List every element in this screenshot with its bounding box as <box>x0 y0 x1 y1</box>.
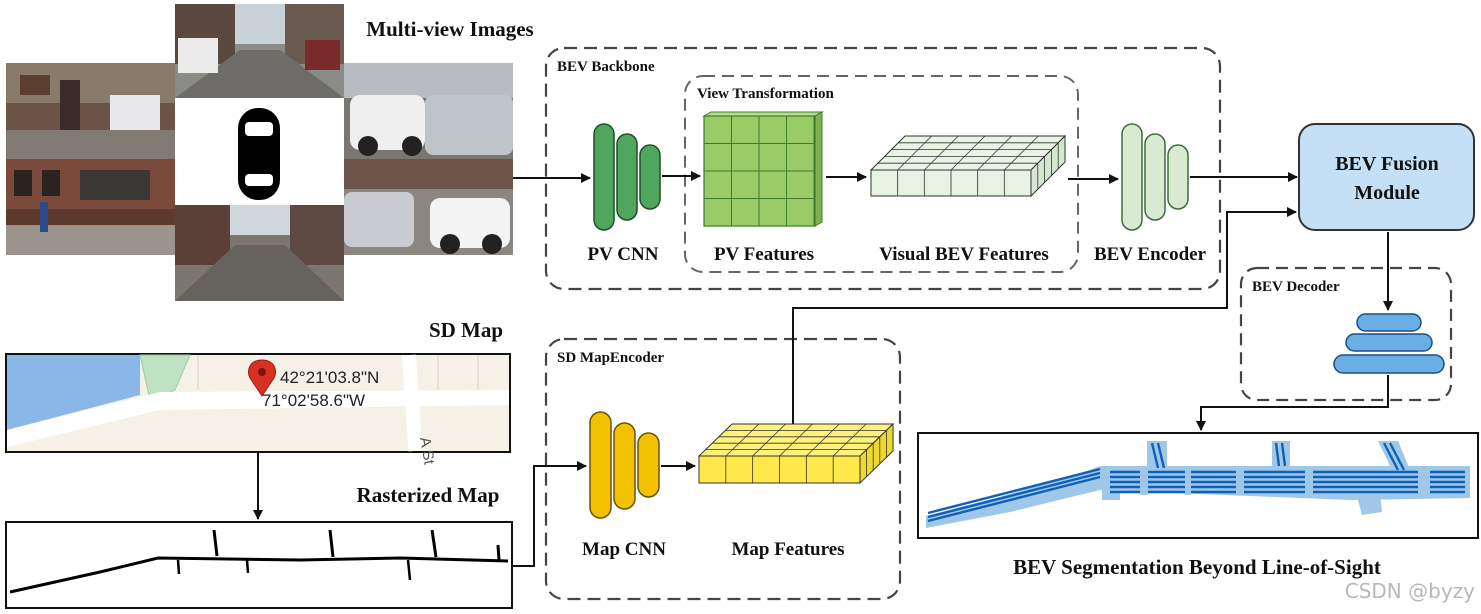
pv-features-block <box>702 111 824 227</box>
bev-backbone-box <box>544 46 1222 291</box>
arrow-decoder-to-output <box>1196 375 1389 431</box>
bev-fusion-module-line1: BEV Fusion <box>1335 153 1439 175</box>
sd-map-image <box>5 353 511 453</box>
bev-fusion-module-box <box>1298 123 1475 231</box>
camera-back-image <box>175 205 344 301</box>
visual-bev-features-label: Visual BEV Features <box>879 244 1049 265</box>
sd-map-street-label: A St <box>416 436 438 467</box>
camera-front-image <box>175 4 344 98</box>
view-transformation-label: View Transformation <box>697 86 834 102</box>
sd-map-latitude: 42°21'03.8"N <box>280 368 379 387</box>
multi-view-images-title: Multi-view Images <box>366 17 533 41</box>
multi-view-images <box>6 4 513 301</box>
camera-back-left-image <box>6 159 175 255</box>
camera-front-right-image <box>344 63 513 159</box>
bev-decoder-box <box>1239 266 1453 402</box>
bev-decoder-block <box>1333 313 1445 374</box>
bev-segmentation-output-image <box>917 432 1479 539</box>
rasterized-map-image <box>5 521 513 609</box>
visual-bev-features-block <box>869 134 1067 198</box>
camera-back-right-image <box>344 159 513 255</box>
ego-car-icon <box>175 98 344 205</box>
pv-features-label: PV Features <box>714 244 814 265</box>
arrow-rasterized-to-map-cnn <box>512 461 587 567</box>
map-cnn-block <box>589 411 660 519</box>
bev-encoder-label: BEV Encoder <box>1094 244 1207 265</box>
view-transformation-box <box>684 75 1079 273</box>
sd-map-encoder-label: SD MapEncoder <box>557 350 664 366</box>
map-features-block <box>697 422 895 485</box>
bev-segmentation-output-label: BEV Segmentation Beyond Line-of-Sight <box>1013 555 1381 579</box>
sd-map-title: SD Map <box>429 318 503 342</box>
csdn-watermark: CSDN @byzy <box>1345 579 1475 603</box>
map-cnn-label: Map CNN <box>582 539 666 560</box>
sd-map-longitude: 71°02'58.6"W <box>262 391 365 410</box>
bev-encoder-block <box>1121 123 1189 231</box>
bev-fusion-module-line2: Module <box>1354 182 1420 204</box>
camera-front-left-image <box>6 63 175 159</box>
arrow-map-features-to-fusion <box>792 207 1297 424</box>
pv-cnn-block <box>593 123 661 231</box>
pv-cnn-label: PV CNN <box>588 244 659 265</box>
rasterized-map-title: Rasterized Map <box>357 483 500 507</box>
location-pin-icon <box>248 359 276 397</box>
bev-decoder-label: BEV Decoder <box>1252 279 1340 295</box>
bev-backbone-label: BEV Backbone <box>557 59 655 75</box>
map-features-label: Map Features <box>731 539 844 560</box>
